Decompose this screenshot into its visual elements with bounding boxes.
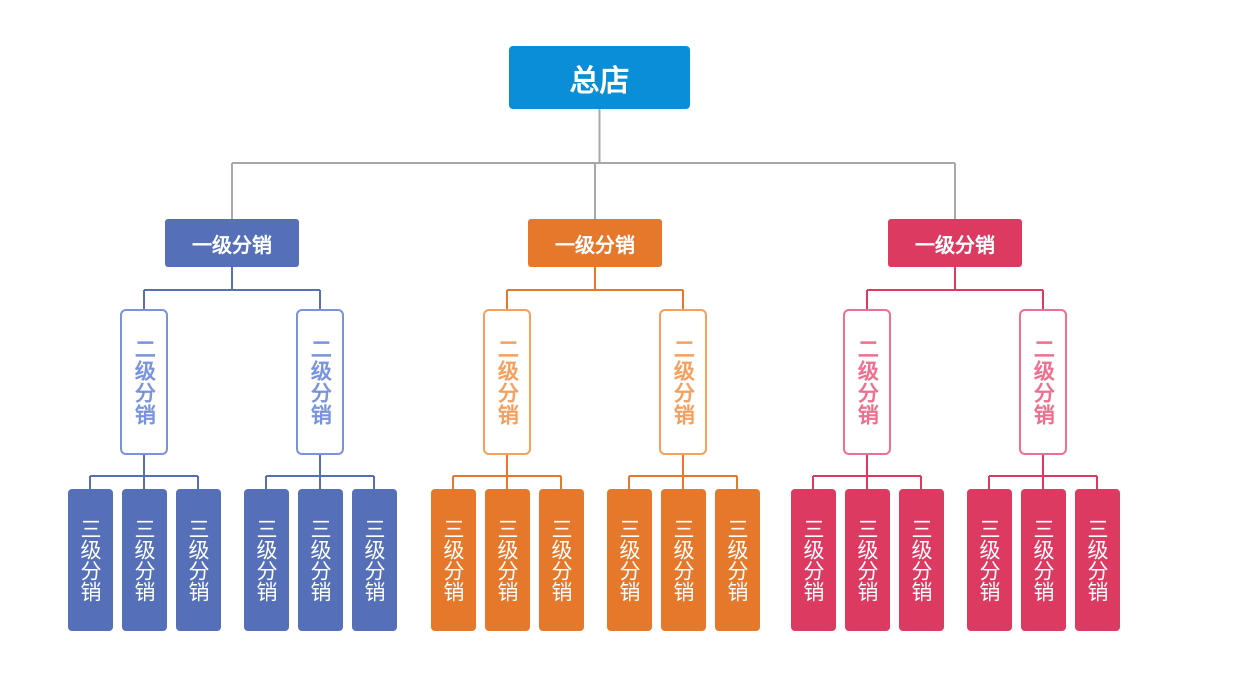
level2-node: 二级分销 (1019, 309, 1067, 455)
level2-node: 二级分销 (483, 309, 531, 455)
level3-node: 三级分销 (67, 489, 113, 631)
level2-node: 二级分销 (659, 309, 707, 455)
level3-node: 三级分销 (714, 489, 760, 631)
level3-node: 三级分销 (175, 489, 221, 631)
level1-node: 一级分销 (528, 219, 662, 267)
level2-node: 二级分销 (296, 309, 344, 455)
level1-node: 一级分销 (165, 219, 299, 267)
level3-node: 三级分销 (1020, 489, 1066, 631)
level3-node: 三级分销 (484, 489, 530, 631)
level3-node: 三级分销 (966, 489, 1012, 631)
level3-node: 三级分销 (1074, 489, 1120, 631)
level3-node: 三级分销 (538, 489, 584, 631)
level3-node: 三级分销 (898, 489, 944, 631)
level3-node: 三级分销 (121, 489, 167, 631)
level3-node: 三级分销 (844, 489, 890, 631)
level3-node: 三级分销 (790, 489, 836, 631)
level3-node: 三级分销 (660, 489, 706, 631)
level3-node: 三级分销 (606, 489, 652, 631)
level3-node: 三级分销 (351, 489, 397, 631)
level3-node: 三级分销 (430, 489, 476, 631)
root-node: 总店 (509, 46, 690, 109)
level3-node: 三级分销 (243, 489, 289, 631)
level2-node: 二级分销 (120, 309, 168, 455)
level1-node: 一级分销 (888, 219, 1022, 267)
level2-node: 二级分销 (843, 309, 891, 455)
level3-node: 三级分销 (297, 489, 343, 631)
